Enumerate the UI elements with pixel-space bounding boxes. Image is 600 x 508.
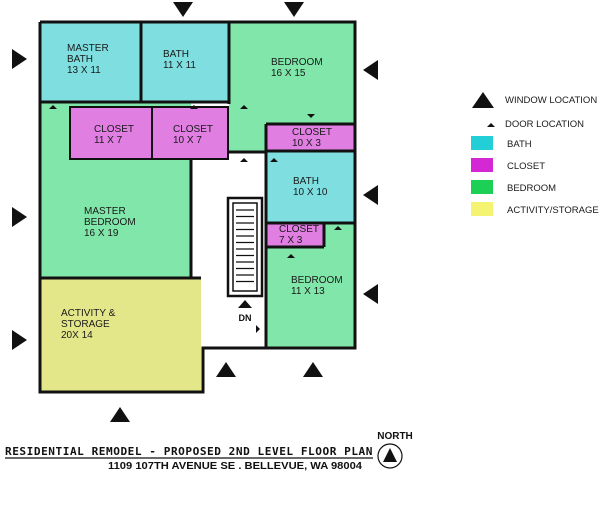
room-size-text: 16 X 19 — [84, 228, 119, 239]
stair-dn-label: DN — [239, 313, 252, 323]
room-size-text: 13 X 11 — [67, 65, 101, 76]
room-master-bath — [40, 22, 140, 102]
room-size-text: 16 X 15 — [271, 68, 306, 79]
room-bath-top — [141, 22, 229, 102]
room-name-text: BATH — [163, 49, 189, 60]
room-closet-d — [266, 223, 324, 247]
room-size-text: 11 X 13 — [291, 286, 325, 297]
room-name-text: CLOSET — [279, 224, 319, 235]
room-name-text: ACTIVITY & — [61, 308, 116, 319]
door-marker-icon — [256, 325, 260, 333]
north-arrow: NORTH — [377, 431, 413, 469]
door-marker-icon — [307, 114, 315, 118]
window-marker-icon — [216, 362, 236, 377]
title-block: RESIDENTIAL REMODEL - PROPOSED 2ND LEVEL… — [5, 446, 373, 472]
legend-closet-swatch — [471, 158, 493, 172]
room-name-text: MASTER — [84, 206, 126, 217]
window-markers — [12, 2, 378, 422]
window-marker-icon — [110, 407, 130, 422]
door-marker-icon — [334, 226, 342, 230]
room-closet-c — [266, 125, 355, 150]
window-marker-icon — [303, 362, 323, 377]
room-name-text: BATH — [293, 176, 319, 187]
window-marker-icon — [12, 207, 27, 227]
north-label: NORTH — [377, 431, 413, 442]
legend-window-icon — [472, 92, 494, 108]
legend-door-label: DOOR LOCATION — [505, 119, 584, 130]
room-name-text: CLOSET — [173, 124, 213, 135]
window-marker-icon — [363, 185, 378, 205]
room-size-text: 10 X 10 — [293, 187, 328, 198]
door-marker-icon — [287, 254, 295, 258]
rooms — [40, 22, 355, 392]
window-marker-icon — [284, 2, 304, 17]
room-name-text: CLOSET — [94, 124, 134, 135]
room-name-text: BEDROOM — [84, 217, 136, 228]
legend-door-icon — [487, 123, 495, 127]
room-size-text: 20X 14 — [61, 330, 93, 341]
door-marker-icon — [240, 158, 248, 162]
legend: WINDOW LOCATION DOOR LOCATION BATH CLOSE… — [471, 92, 599, 216]
window-marker-icon — [363, 60, 378, 80]
plan-address: 1109 107TH AVENUE SE . BELLEVUE, WA 9800… — [108, 460, 362, 472]
window-marker-icon — [173, 2, 193, 17]
legend-bath-swatch — [471, 136, 493, 150]
room-name-text: BEDROOM — [291, 275, 343, 286]
legend-bedroom-label: BEDROOM — [507, 183, 556, 194]
legend-activity-swatch — [471, 202, 493, 216]
room-activity — [40, 278, 201, 392]
room-name-text: MASTER — [67, 43, 109, 54]
room-name-text: CLOSET — [292, 127, 332, 138]
legend-closet-label: CLOSET — [507, 161, 545, 172]
walls — [38, 20, 357, 394]
window-marker-icon — [363, 284, 378, 304]
room-size-text: 7 X 3 — [279, 235, 303, 246]
room-size-text: 11 X 11 — [163, 60, 196, 71]
room-name-text: BATH — [67, 54, 93, 65]
room-size-text: 11 X 7 — [94, 135, 123, 146]
legend-bath-label: BATH — [507, 139, 532, 150]
room-size-text: 10 X 7 — [173, 135, 202, 146]
legend-bedroom-swatch — [471, 180, 493, 194]
window-marker-icon — [12, 330, 27, 350]
door-markers — [49, 105, 342, 333]
room-bath-mid — [266, 152, 355, 223]
room-name-text: STORAGE — [61, 319, 110, 330]
legend-activity-label: ACTIVITY/STORAGE — [507, 205, 599, 216]
plan-title: RESIDENTIAL REMODEL - PROPOSED 2ND LEVEL… — [5, 446, 373, 458]
door-marker-icon — [190, 105, 198, 109]
room-closet-a — [70, 107, 152, 159]
room-bedroom-bottom — [266, 223, 355, 348]
door-marker-icon — [240, 105, 248, 109]
room-name-text: BEDROOM — [271, 57, 323, 68]
stair: DN — [226, 196, 264, 323]
closet-walls — [69, 106, 229, 160]
room-closet-b — [152, 107, 228, 159]
window-marker-icon — [12, 49, 27, 69]
room-size-text: 10 X 3 — [292, 138, 321, 149]
stair-down-arrow — [238, 300, 252, 308]
door-marker-icon — [270, 158, 278, 162]
legend-window-label: WINDOW LOCATION — [505, 95, 597, 106]
door-marker-icon — [49, 105, 57, 109]
north-arrow-icon — [383, 448, 397, 462]
stair-treads — [236, 209, 254, 283]
